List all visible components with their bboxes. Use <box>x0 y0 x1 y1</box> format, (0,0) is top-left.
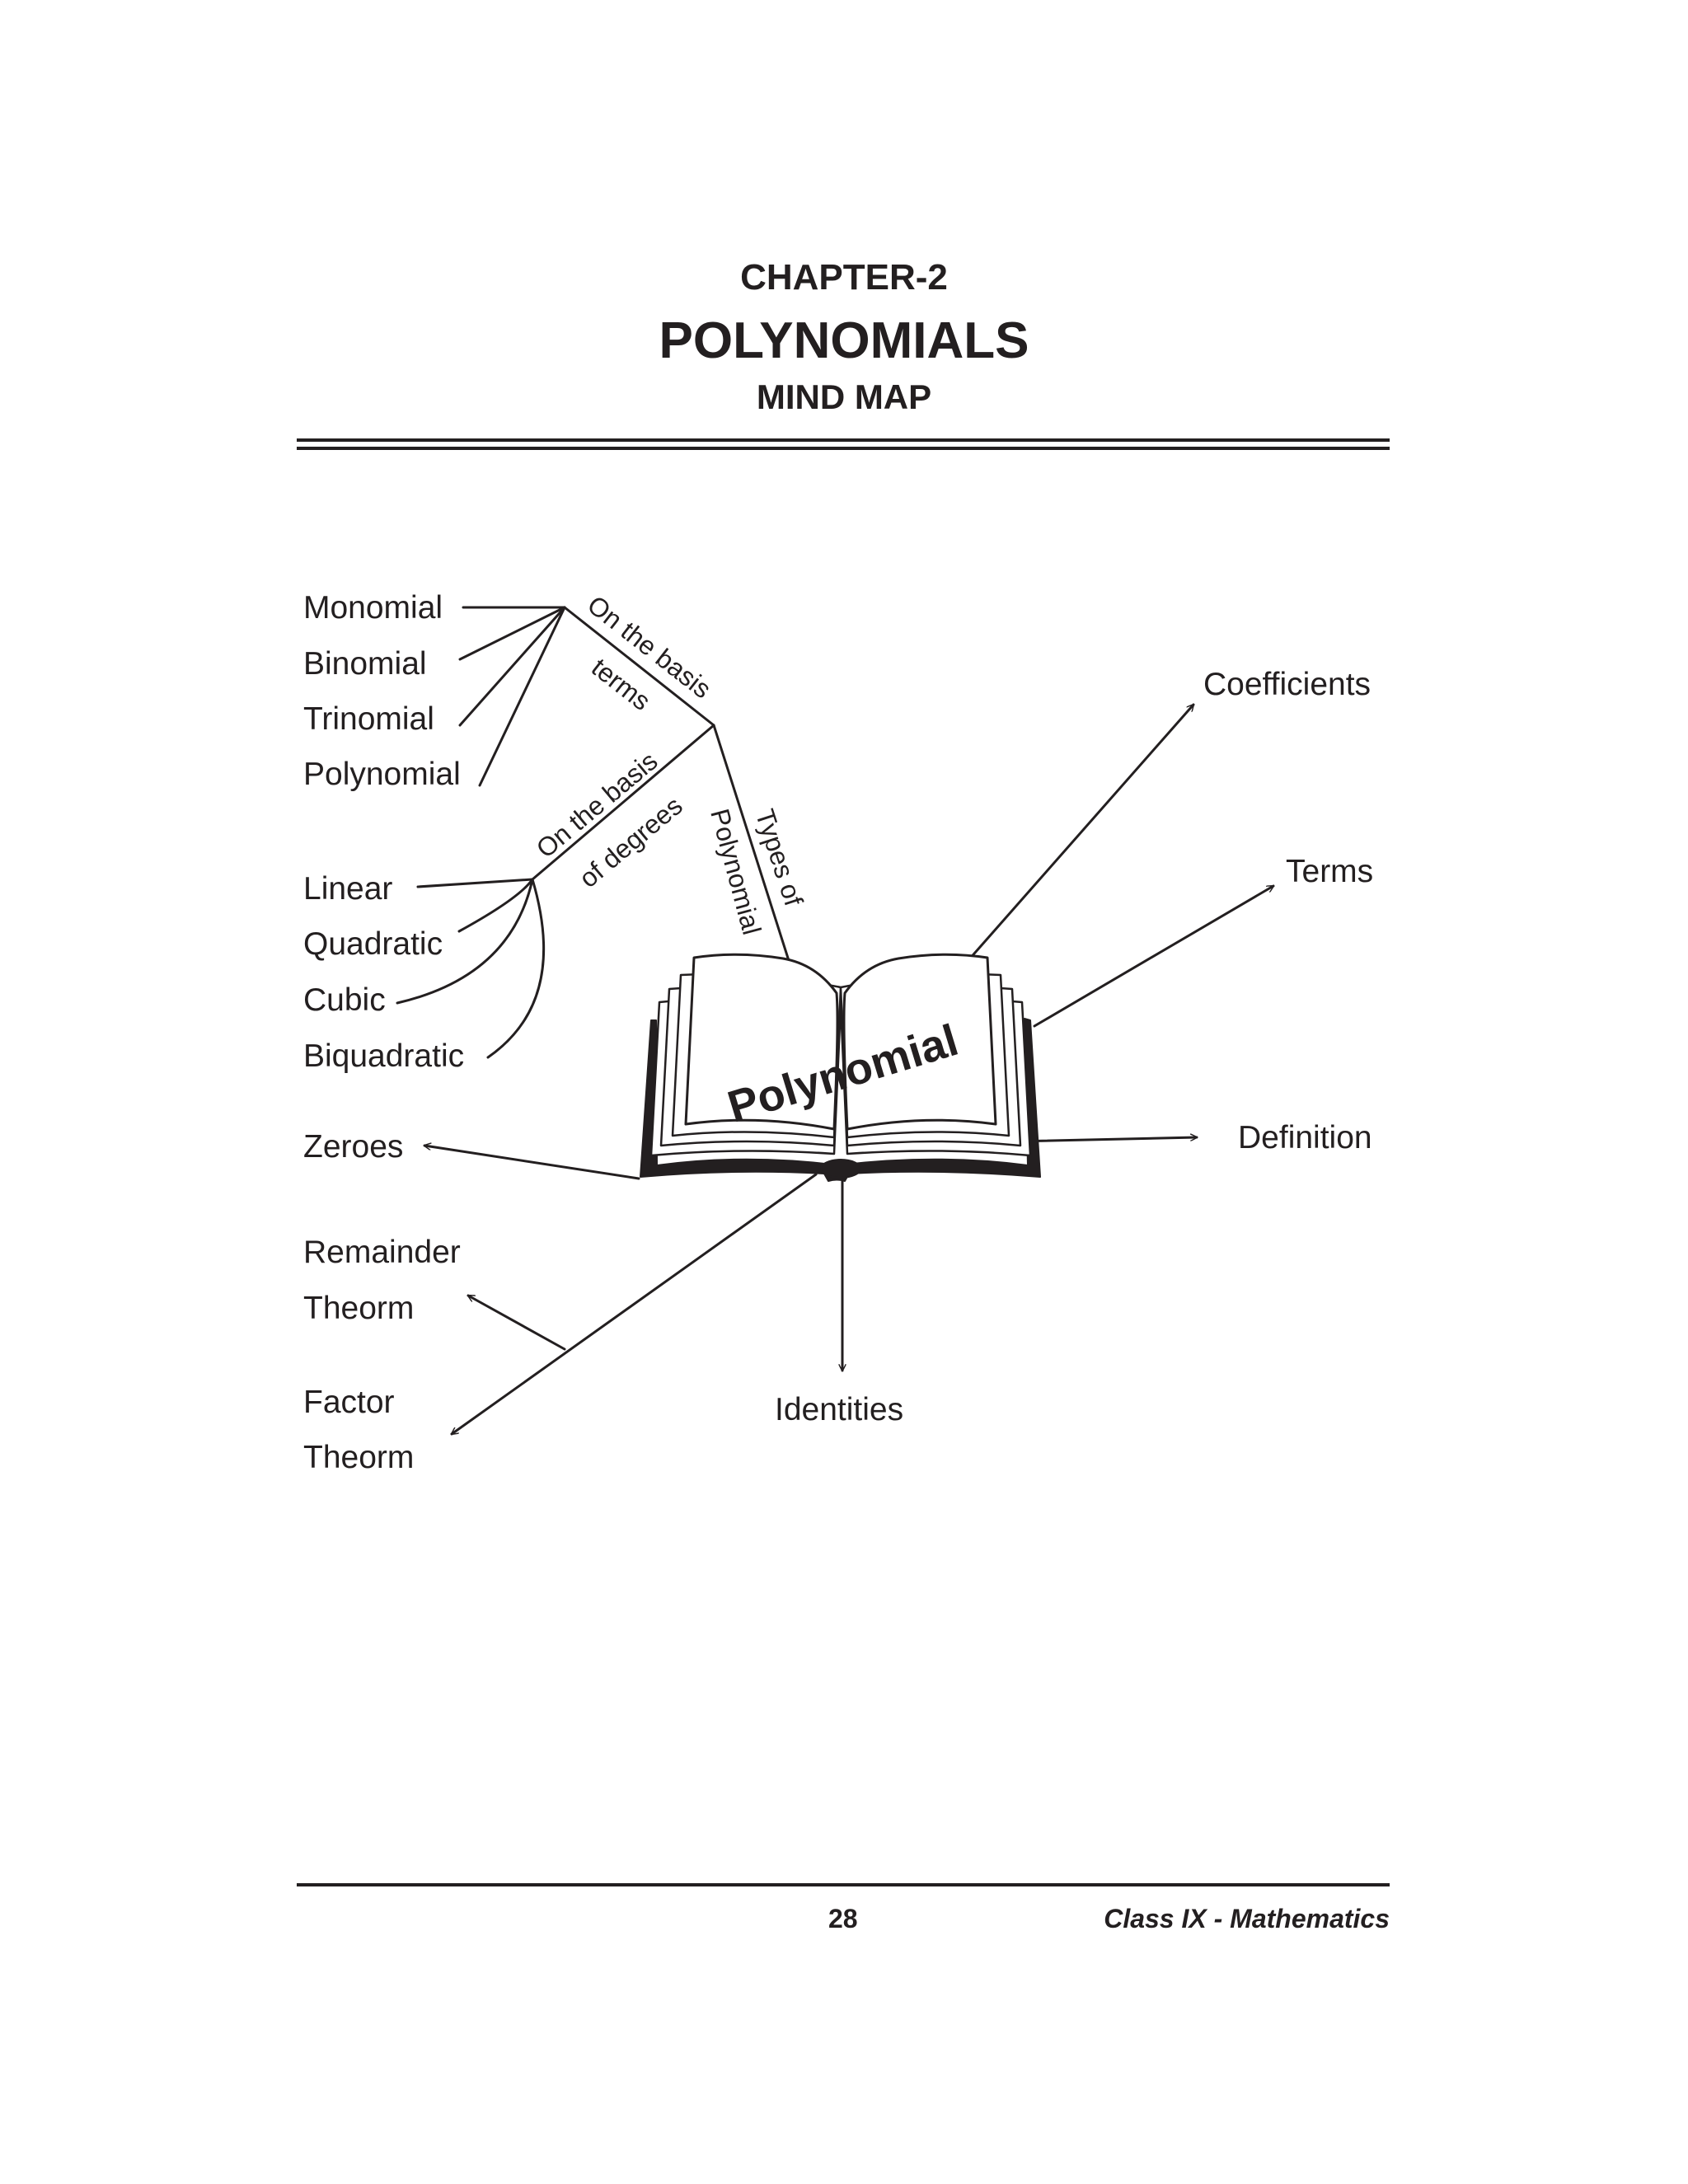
arrow-definition <box>1012 1137 1198 1143</box>
connector-biquadratic <box>486 878 546 1059</box>
connector-cubic <box>396 878 534 1005</box>
arrow-zeroes <box>424 1146 640 1180</box>
chapter-label: CHAPTER-2 <box>740 257 948 298</box>
page-subtitle: MIND MAP <box>756 377 932 416</box>
node-cubic: Cubic <box>303 982 386 1018</box>
header-rule-top <box>297 438 1390 442</box>
arrow-factor-theorem <box>452 1173 818 1436</box>
branch-line-degrees <box>531 724 715 881</box>
node-coefficients: Coefficients <box>1203 667 1372 702</box>
node-trinomial: Trinomial <box>303 701 434 737</box>
page-number: 28 <box>828 1904 858 1933</box>
node-monomial: Monomial <box>303 590 443 626</box>
node-factor-theorem-line2: Theorm <box>303 1440 415 1475</box>
connector-binomial <box>458 606 566 661</box>
footer-class-label: Class IX - Mathematics <box>1104 1904 1390 1933</box>
footer-rule <box>297 1883 1390 1886</box>
node-terms: Terms <box>1286 854 1374 889</box>
arrow-remainder-theorem <box>468 1294 566 1351</box>
connector-trinomial <box>458 606 566 727</box>
branch-line-types <box>712 724 793 970</box>
node-definition: Definition <box>1238 1120 1372 1155</box>
node-identities: Identities <box>775 1392 904 1427</box>
page-title: POLYNOMIALS <box>659 312 1029 369</box>
node-polynomial: Polynomial <box>303 757 461 792</box>
book-icon <box>640 953 1041 1182</box>
node-zeroes: Zeroes <box>303 1129 404 1165</box>
arrow-coefficients <box>967 705 1193 962</box>
node-biquadratic: Biquadratic <box>303 1038 465 1074</box>
header-rule-bottom <box>297 447 1390 450</box>
branch-line-terms <box>563 606 715 727</box>
node-binomial: Binomial <box>303 646 427 682</box>
node-quadratic: Quadratic <box>303 926 443 962</box>
arrow-terms <box>1033 884 1273 1028</box>
node-factor-theorem-line1: Factor <box>303 1385 395 1420</box>
node-remainder-theorem-line2: Theorm <box>303 1291 415 1326</box>
node-linear: Linear <box>303 871 393 907</box>
node-remainder-theorem-line1: Remainder <box>303 1235 461 1270</box>
connector-linear <box>416 878 534 888</box>
connector-quadratic <box>457 878 534 933</box>
connector-polynomial <box>478 606 566 787</box>
